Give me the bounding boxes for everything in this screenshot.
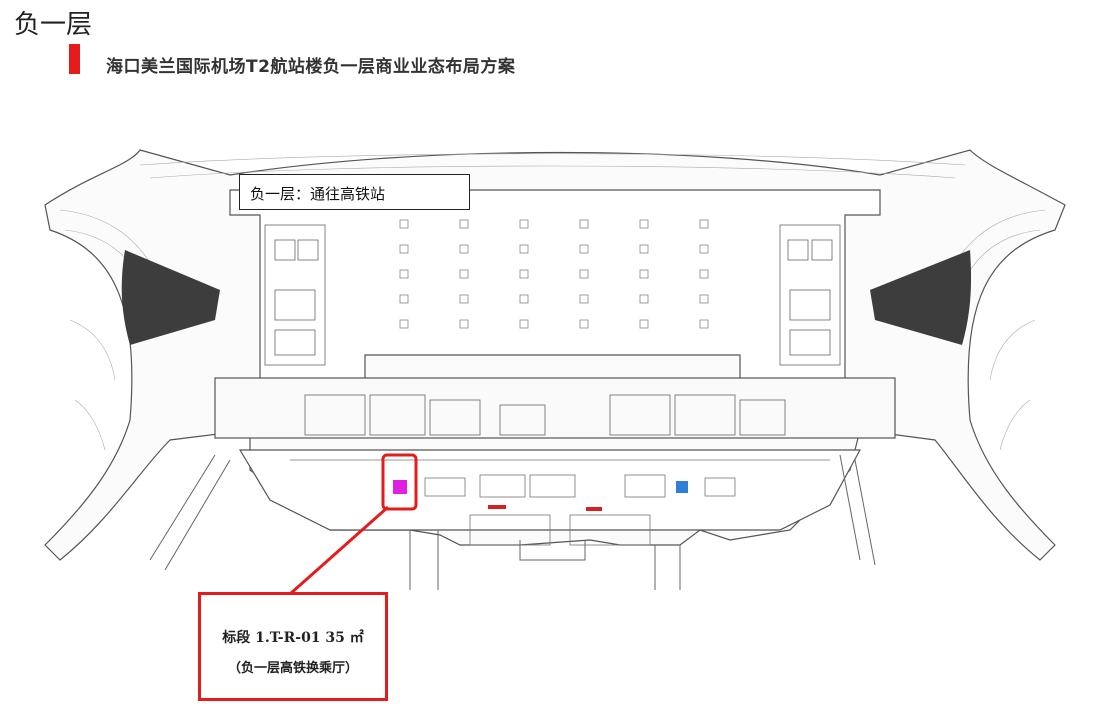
lower-legs [149,454,876,590]
red-marker-right [586,507,602,511]
column-grid [399,219,709,329]
lot-callout: 标段 1.T-R-01 35 ㎡ （负一层高铁换乘厅） [198,592,388,701]
floor-label: 负一层 [14,10,93,40]
dark-zone-left [121,250,220,345]
floor-note: 负一层：通往高铁站 [239,174,470,210]
shop-blue [676,481,688,493]
callout-leader [289,505,389,596]
title-accent-bar [69,44,80,74]
shop-magenta [393,480,407,494]
target-highlight [381,453,418,511]
central-corridor [214,377,896,439]
page-title: 海口美兰国际机场T2航站楼负一层商业业态布局方案 [106,57,516,77]
dark-zone-right [870,250,972,345]
wing-rooms [264,224,841,366]
lot-id-area: 标段 1.T-R-01 35 ㎡ [222,630,364,646]
upper-hall [229,189,881,386]
plan-wings [44,149,1066,561]
red-marker-left [488,505,506,509]
lot-location: （负一层高铁换乘厅） [227,661,358,676]
corridor-shops [304,394,786,436]
concourse-details [290,459,830,546]
